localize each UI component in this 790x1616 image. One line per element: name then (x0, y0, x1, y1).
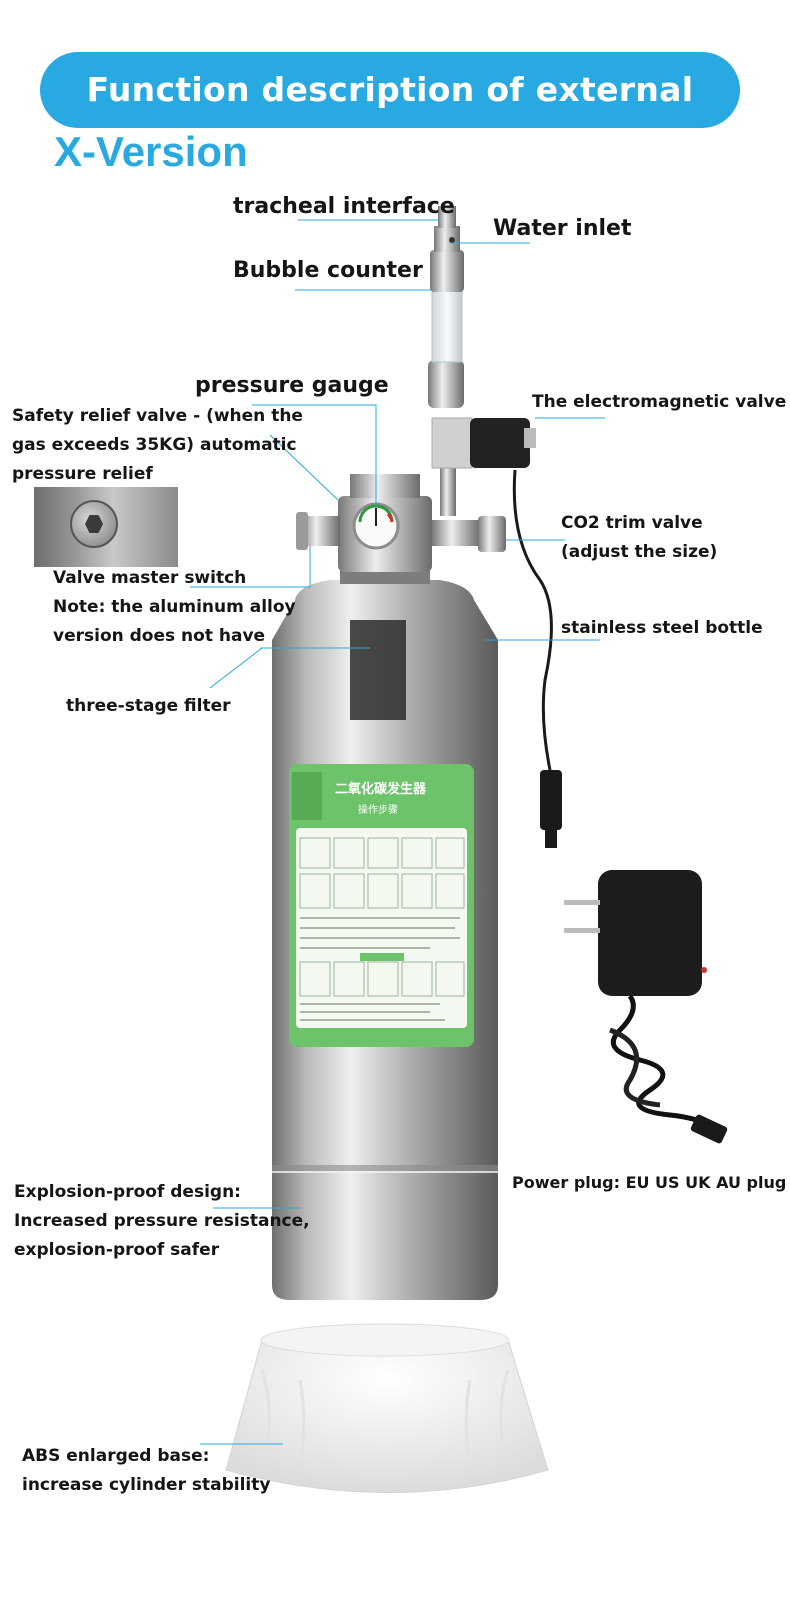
label-power-plug: Power plug: EU US UK AU plug (512, 1173, 787, 1192)
label-valve-master-2: Note: the aluminum alloy (53, 597, 296, 617)
sticker-subtitle: 操作步骤 (358, 803, 398, 816)
hex-socket-icon (85, 515, 103, 533)
label-water-inlet: Water inlet (493, 216, 632, 241)
filter-window (350, 620, 406, 720)
label-explosion-2: Increased pressure resistance, (14, 1211, 310, 1231)
label-co2-trim-2: (adjust the size) (561, 542, 718, 562)
label-tracheal-interface: tracheal interface (233, 194, 455, 219)
label-electromagnetic-valve: The electromagnetic valve (532, 392, 787, 412)
sticker-title: 二氧化碳发生器 (335, 781, 427, 797)
label-explosion-1: Explosion-proof design: (14, 1182, 241, 1202)
upper-assembly (428, 206, 562, 848)
label-explosion-3: explosion-proof safer (14, 1240, 220, 1260)
label-pressure-gauge: pressure gauge (195, 373, 389, 398)
label-safety-relief-2: gas exceeds 35KG) automatic (12, 435, 297, 455)
leader-lines (190, 219, 605, 1445)
label-safety-relief-1: Safety relief valve - (when the (12, 406, 303, 426)
label-valve-master-1: Valve master switch (53, 568, 247, 588)
power-adapter (564, 870, 728, 1144)
version-heading: X-Version (54, 128, 248, 175)
label-safety-relief-3: pressure relief (12, 464, 153, 484)
label-three-stage-filter: three-stage filter (66, 696, 231, 716)
relief-valve-inset-photo (34, 487, 178, 567)
label-valve-master-3: version does not have (53, 626, 266, 646)
label-co2-trim-1: CO2 trim valve (561, 513, 703, 533)
label-stainless-bottle: stainless steel bottle (561, 618, 763, 638)
relief-valve-bolt (70, 500, 118, 548)
label-abs-base-2: increase cylinder stability (22, 1475, 271, 1495)
label-bubble-counter: Bubble counter (233, 258, 423, 283)
abs-base (225, 1323, 549, 1493)
pressure-gauge (352, 502, 400, 550)
instruction-sticker (289, 764, 474, 1047)
title-banner: Function description of external thread (40, 52, 740, 185)
label-abs-base-1: ABS enlarged base: (22, 1446, 210, 1466)
